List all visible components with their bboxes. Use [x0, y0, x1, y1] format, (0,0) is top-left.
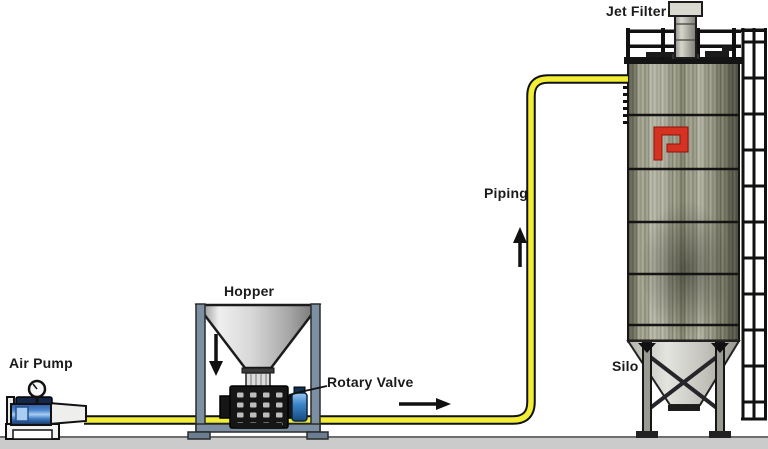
air-pump — [5, 379, 87, 440]
silo-label: Silo — [612, 358, 639, 374]
ground-strip — [0, 437, 768, 449]
silo-band-seams — [628, 113, 738, 327]
jet-filter-seams — [676, 23, 695, 41]
hopper-frame-left-post — [195, 303, 206, 434]
silo-right-foot — [709, 431, 731, 438]
conveying-pipe — [84, 74, 628, 425]
valve-bolt-grid — [233, 389, 285, 425]
brand-logo — [653, 126, 689, 161]
silo-left-foot — [636, 431, 658, 438]
silo-top-rim — [624, 57, 744, 64]
silo-roof-fittings — [646, 46, 732, 57]
valve-lower-section — [236, 423, 282, 429]
hopper-label: Hopper — [224, 283, 275, 299]
silo-shell — [627, 60, 740, 342]
hopper-frame-left-foot — [187, 431, 211, 440]
silo-cross-brace — [647, 354, 724, 414]
silo-left-leg — [642, 342, 652, 434]
air-pump-label: Air Pump — [9, 355, 73, 371]
jet-filter-body — [674, 13, 697, 59]
flow-up-arrow-icon — [513, 227, 527, 243]
hopper-frame-right-foot — [306, 431, 329, 440]
ground — [0, 436, 768, 449]
rotary-valve-leader-line — [288, 385, 328, 396]
silo — [623, 1, 767, 438]
silo-outlet — [668, 405, 700, 411]
flow-right-arrow-icon — [436, 398, 451, 410]
jet-filter-cap — [668, 1, 703, 17]
silo-cross-brace — [643, 354, 720, 414]
flow-arrows — [399, 227, 527, 410]
piping-label: Piping — [484, 185, 528, 201]
ladder-rungs — [741, 40, 767, 421]
jet-filter-label: Jet Filter — [606, 3, 667, 19]
rotary-valve-label: Rotary Valve — [327, 374, 414, 390]
hopper-frame-right-post — [310, 303, 321, 434]
hopper-neck-ribs — [250, 374, 267, 386]
valve-motor — [291, 392, 308, 422]
pipe-outline — [84, 74, 628, 425]
pump-side-panel — [15, 406, 29, 422]
silo-inlet-flange-bolts — [623, 86, 628, 124]
silo-right-leg — [715, 342, 725, 434]
silo-ladder — [741, 28, 767, 421]
feed-down-arrow-icon — [209, 361, 223, 376]
pump-base-opening — [12, 429, 53, 440]
gauge-needle — [32, 383, 38, 390]
pump-discharge-cylinder — [48, 401, 87, 426]
ladder-rails — [741, 28, 767, 420]
leg-gusset — [711, 343, 729, 353]
rotary-valve — [219, 385, 328, 429]
jet-filter — [668, 1, 703, 59]
pipe-fill — [84, 76, 628, 423]
leg-gusset — [638, 343, 656, 353]
